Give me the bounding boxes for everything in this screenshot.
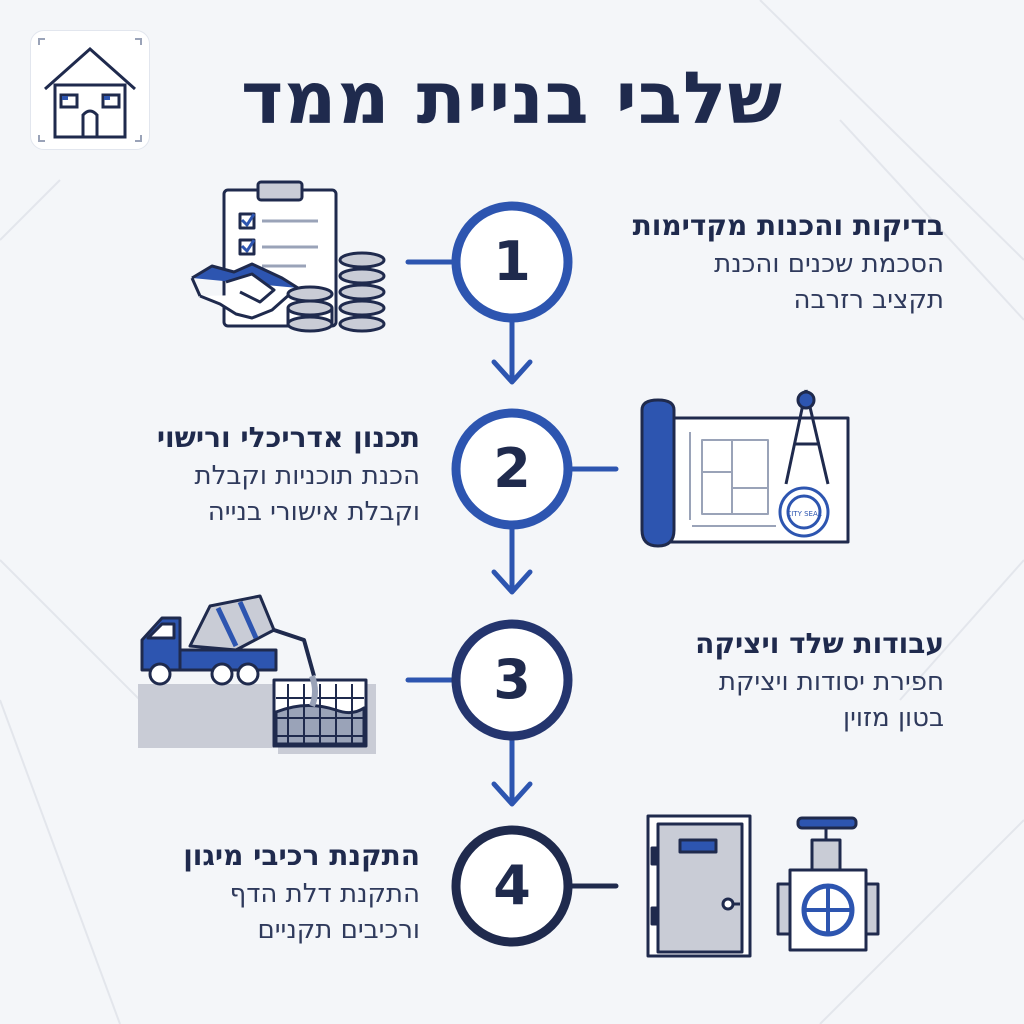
step-2-title: תכנון אדריכלי ורישוי (156, 421, 420, 454)
step-2-text: תכנון אדריכלי ורישוי הכנת תוכניות וקבלת … (80, 418, 420, 530)
step-number-4: 4 (493, 854, 531, 917)
step-4-desc-line1: התקנת דלת הדף (229, 879, 420, 909)
step-3-desc-line1: חפירת יסודות ויציקת (718, 667, 944, 697)
page-title: שלבי בניית ממד (240, 56, 784, 140)
blast-door-valve-icon (646, 814, 880, 958)
step-number-1: 1 (493, 230, 531, 293)
step-1-title: בדיקות והכנות מקדימות (632, 209, 944, 242)
step-circle-4 (451, 825, 573, 947)
blueprint-compass-icon: CITY SEAL (640, 389, 850, 548)
step-3-title: עבודות שלד ויציקה (695, 627, 944, 660)
step-1-text: בדיקות והכנות מקדימות הסכמת שכנים והכנת … (633, 206, 944, 318)
step-2-desc-line1: הכנת תוכניות וקבלת (194, 461, 420, 491)
step-2-desc-line2: וקבלת אישורי בנייה (207, 497, 420, 527)
step-circle-2 (451, 408, 573, 530)
clipboard-handshake-coins-icon (190, 180, 386, 333)
seal-text: CITY SEAL (786, 510, 821, 518)
step-number-3: 3 (493, 648, 531, 711)
step-circle-3 (451, 619, 573, 741)
house-logo (30, 30, 150, 150)
step-4-text: התקנת רכיבי מיגון התקנת דלת הדף ורכיבים … (80, 836, 420, 948)
step-3-desc-line2: בטון מזוין (843, 703, 944, 733)
step-circle-1 (451, 201, 573, 323)
step-4-desc-line2: ורכיבים תקניים (257, 915, 420, 945)
step-number-2: 2 (493, 437, 531, 500)
concrete-mixer-truck-icon (138, 594, 376, 754)
step-4-title: התקנת רכיבי מיגון (183, 839, 420, 872)
step-3-text: עבודות שלד ויציקה חפירת יסודות ויציקת בט… (695, 624, 944, 736)
house-icon (38, 38, 142, 142)
step-1-desc-line1: הסכמת שכנים והכנת (714, 249, 944, 279)
step-1-desc-line2: תקציב רזרבה (793, 285, 944, 315)
